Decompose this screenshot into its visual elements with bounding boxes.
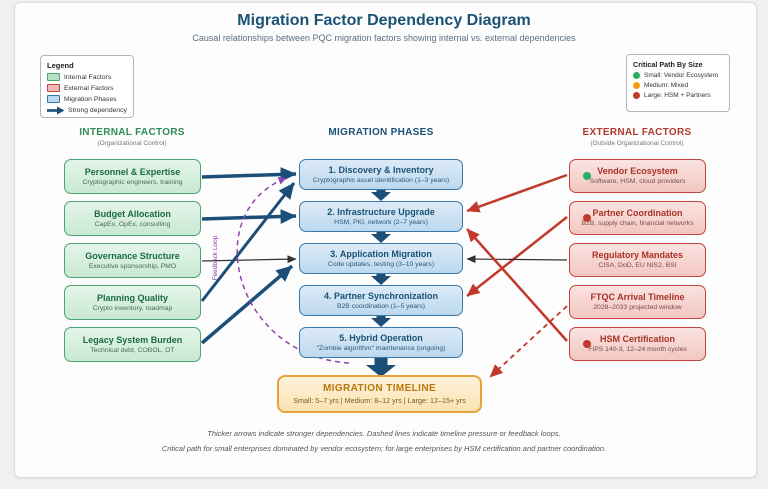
legend-item-label: Migration Phases — [64, 95, 117, 103]
large-dot-icon — [633, 92, 640, 99]
external-factors-swatch — [47, 84, 60, 92]
node-title: Budget Allocation — [94, 208, 171, 219]
node-title: 4. Partner Synchronization — [323, 290, 439, 301]
node-subtitle: B2B coordination (1–5 years) — [336, 302, 426, 310]
node-hsm-certification: HSM Certification FIPS 140-3, 12–24 mont… — [569, 327, 706, 361]
node-subtitle: Executive sponsorship, PMO — [88, 262, 177, 270]
node-title: 5. Hybrid Operation — [339, 332, 423, 343]
migration-phases-swatch — [47, 95, 60, 103]
internal-factors-swatch — [47, 73, 60, 81]
node-subtitle: Technical debt, COBOL, OT — [90, 346, 175, 354]
external-factors-subheading: (Outside Organizational Control) — [590, 140, 684, 147]
node-hybrid-operation: 5. Hybrid Operation "Zombie algorithm" m… — [299, 327, 463, 358]
node-subtitle: Code updates, testing (3–10 years) — [327, 260, 435, 268]
node-discovery-inventory: 1. Discovery & Inventory Cryptographic a… — [299, 159, 463, 190]
internal-factors-header: INTERNAL FACTORS (Organizational Control… — [44, 127, 220, 147]
node-subtitle: HSM, PKI, network (2–7 years) — [334, 218, 428, 226]
legend-item-label: Internal Factors — [64, 73, 112, 81]
node-title: 3. Application Migration — [330, 248, 432, 259]
timeline-ranges: Small: 5–7 yrs | Medium: 8–12 yrs | Larg… — [293, 396, 466, 405]
node-legacy-system-burden: Legacy System Burden Technical debt, COB… — [64, 327, 201, 362]
external-factors-heading: EXTERNAL FACTORS — [582, 127, 692, 138]
legend-item-external: External Factors — [47, 84, 127, 92]
critical-path-label: Small: Vendor Ecosystem — [644, 72, 719, 79]
legend-title: Legend — [47, 61, 74, 70]
node-subtitle: "Zombie algorithm" maintenance (ongoing) — [316, 344, 446, 352]
migration-phases-header: MIGRATION PHASES — [299, 127, 463, 138]
node-subtitle: B2B, supply chain, financial networks — [581, 220, 694, 228]
node-title: HSM Certification — [599, 334, 675, 345]
legend-item-internal: Internal Factors — [47, 73, 127, 81]
page-subtitle: Causal relationships between PQC migrati… — [192, 33, 576, 43]
critical-path-legend-box: Critical Path By Size Small: Vendor Ecos… — [626, 54, 730, 112]
critical-path-item-medium: Medium: Mixed — [633, 82, 723, 89]
legend-item-strong-dependency: Strong dependency — [47, 106, 127, 115]
critical-path-item-small: Small: Vendor Ecosystem — [633, 72, 723, 79]
critical-path-dot — [583, 214, 591, 222]
node-subtitle: Cryptographic engineers, training — [82, 178, 183, 186]
legend-item-phases: Migration Phases — [47, 95, 127, 103]
migration-phases-heading: MIGRATION PHASES — [328, 127, 434, 138]
node-planning-quality: Planning Quality Crypto inventory, roadm… — [64, 285, 201, 320]
node-title: FTQC Arrival Timeline — [590, 292, 685, 303]
legend-item-label: External Factors — [64, 84, 114, 92]
internal-factors-subheading: (Organizational Control) — [97, 140, 167, 147]
node-title: Legacy System Burden — [82, 334, 183, 345]
critical-path-label: Medium: Mixed — [644, 82, 689, 89]
critical-path-dot — [583, 172, 591, 180]
node-subtitle: Crypto inventory, roadmap — [92, 304, 173, 312]
node-title: Planning Quality — [96, 292, 168, 303]
node-personnel-expertise: Personnel & Expertise Cryptographic engi… — [64, 159, 201, 194]
critical-path-item-large: Large: HSM + Partners — [633, 92, 723, 99]
node-application-migration: 3. Application Migration Code updates, t… — [299, 243, 463, 274]
critical-path-label: Large: HSM + Partners — [644, 92, 711, 99]
strong-dependency-arrow-icon — [47, 106, 65, 115]
footnote-arrows: Thicker arrows indicate stronger depende… — [207, 429, 561, 438]
node-title: 2. Infrastructure Upgrade — [327, 206, 435, 217]
legend-box: Legend Internal Factors External Factors… — [40, 55, 134, 118]
footnote-critical-path: Critical path for small enterprises domi… — [161, 444, 607, 453]
small-dot-icon — [633, 72, 640, 79]
node-ftqc-arrival-timeline: FTQC Arrival Timeline 2028–2033 projecte… — [569, 285, 706, 319]
critical-path-dot — [583, 340, 591, 348]
node-subtitle: Cryptographic asset identification (1–3 … — [312, 176, 450, 184]
internal-factors-heading: INTERNAL FACTORS — [79, 127, 185, 138]
node-title: Personnel & Expertise — [84, 166, 181, 177]
node-vendor-ecosystem: Vendor Ecosystem Software, HSM, cloud pr… — [569, 159, 706, 193]
node-title: Governance Structure — [85, 250, 180, 261]
node-subtitle: CapEx, OpEx, consulting — [94, 220, 171, 228]
node-title: 1. Discovery & Inventory — [328, 164, 434, 175]
node-budget-allocation: Budget Allocation CapEx, OpEx, consultin… — [64, 201, 201, 236]
node-partner-coordination: Partner Coordination B2B, supply chain, … — [569, 201, 706, 235]
page-title: Migration Factor Dependency Diagram — [237, 12, 531, 29]
node-partner-synchronization: 4. Partner Synchronization B2B coordinat… — [299, 285, 463, 316]
node-subtitle: 2028–2033 projected window — [593, 304, 682, 312]
node-subtitle: Software, HSM, cloud providers — [589, 178, 686, 186]
node-title: Partner Coordination — [592, 208, 683, 219]
critical-path-title: Critical Path By Size — [633, 60, 703, 69]
migration-timeline-box: MIGRATION TIMELINE Small: 5–7 yrs | Medi… — [277, 375, 482, 413]
timeline-title: MIGRATION TIMELINE — [322, 383, 437, 394]
node-title: Regulatory Mandates — [591, 250, 684, 261]
external-factors-header: EXTERNAL FACTORS (Outside Organizational… — [549, 127, 725, 147]
medium-dot-icon — [633, 82, 640, 89]
node-subtitle: CISA, DoD, EU NIS2, BSI — [598, 262, 677, 270]
node-title: Vendor Ecosystem — [597, 166, 678, 177]
node-regulatory-mandates: Regulatory Mandates CISA, DoD, EU NIS2, … — [569, 243, 706, 277]
legend-item-label: Strong dependency — [68, 107, 127, 114]
node-infrastructure-upgrade: 2. Infrastructure Upgrade HSM, PKI, netw… — [299, 201, 463, 232]
node-subtitle: FIPS 140-3, 12–24 month cycles — [588, 346, 687, 354]
node-governance-structure: Governance Structure Executive sponsorsh… — [64, 243, 201, 278]
